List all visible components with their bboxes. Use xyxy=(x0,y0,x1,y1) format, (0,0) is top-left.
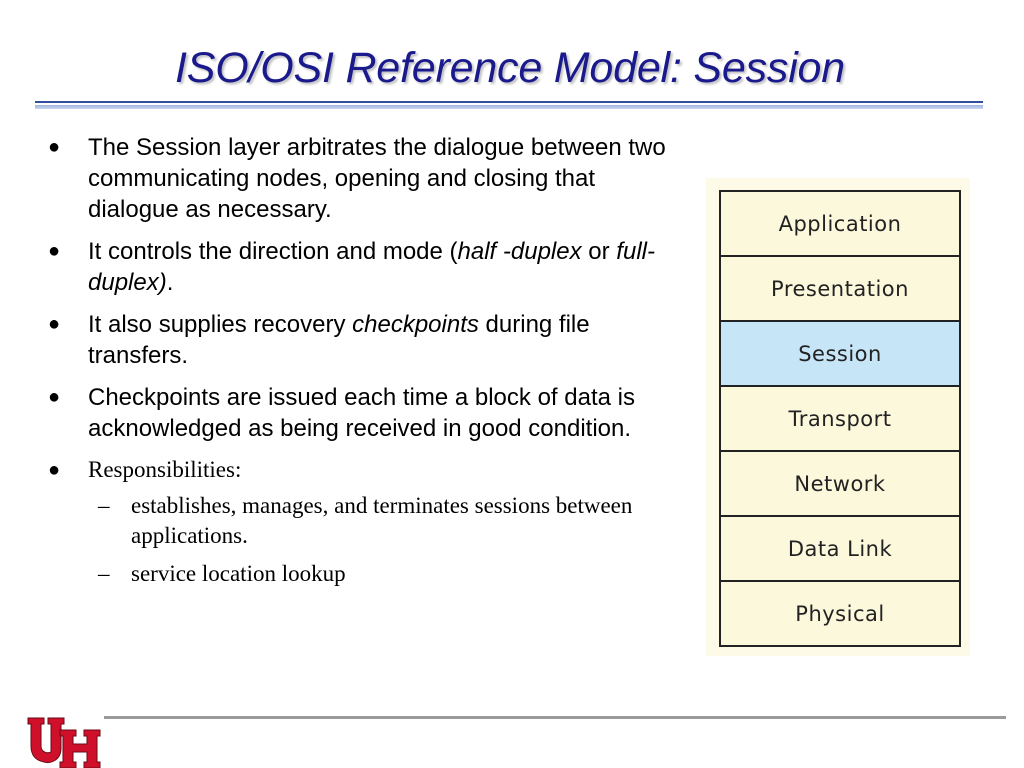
sub-bullet-item: – establishes, manages, and terminates s… xyxy=(88,491,678,551)
bullet-icon: ● xyxy=(48,459,61,481)
bullet-emphasis: half -duplex xyxy=(457,238,582,265)
bullet-item: ● It also supplies recovery checkpoints … xyxy=(48,309,678,371)
sub-bullet-text: service location lookup xyxy=(131,561,346,586)
layer-session: Session xyxy=(721,322,959,387)
bullet-icon: ● xyxy=(48,240,61,262)
layer-network: Network xyxy=(721,452,959,517)
dash-icon: – xyxy=(98,561,110,586)
bullet-icon: ● xyxy=(48,386,61,408)
footer-rule xyxy=(104,716,1006,719)
bullet-emphasis: checkpoints xyxy=(352,311,479,338)
dash-icon: – xyxy=(98,493,110,518)
osi-layer-stack: Application Presentation Session Transpo… xyxy=(719,190,961,647)
layer-transport: Transport xyxy=(721,387,959,452)
bullet-icon: ● xyxy=(48,313,61,335)
sub-bullet-item: – service location lookup xyxy=(88,559,678,589)
bullet-text: The Session layer arbitrates the dialogu… xyxy=(88,134,666,223)
bullet-icon: ● xyxy=(48,136,61,158)
bullet-list: ● The Session layer arbitrates the dialo… xyxy=(48,132,678,597)
uh-logo-icon xyxy=(27,717,101,768)
bullet-item: ● It controls the direction and mode (ha… xyxy=(48,236,678,298)
bullet-text: It controls the direction and mode ( xyxy=(88,238,458,265)
bullet-item: ● Responsibilities: – establishes, manag… xyxy=(48,455,678,589)
layer-presentation: Presentation xyxy=(721,257,959,322)
slide-title: ISO/OSI Reference Model: Session xyxy=(175,44,845,92)
sub-bullet-text: establishes, manages, and terminates ses… xyxy=(131,493,633,548)
layer-data-link: Data Link xyxy=(721,517,959,582)
bullet-text: Checkpoints are issued each time a block… xyxy=(88,384,635,442)
bullet-text: or xyxy=(581,238,617,265)
title-rule-shadow xyxy=(35,105,983,109)
bullet-item: ● Checkpoints are issued each time a blo… xyxy=(48,382,678,444)
layer-physical: Physical xyxy=(795,601,885,626)
bullet-text: Responsibilities: xyxy=(88,457,242,482)
bullet-emphasis: full-duplex) xyxy=(88,238,655,296)
bullet-text: . xyxy=(166,269,174,296)
layer-application: Application xyxy=(721,192,959,257)
osi-layer-diagram: Application Presentation Session Transpo… xyxy=(706,178,970,656)
sub-bullet-list: – establishes, manages, and terminates s… xyxy=(88,491,678,589)
bullet-item: ● The Session layer arbitrates the dialo… xyxy=(48,132,678,225)
title-rule xyxy=(35,101,983,103)
bullet-text: It also supplies recovery xyxy=(88,311,353,338)
bullet-text: during file transfers. xyxy=(88,311,590,369)
